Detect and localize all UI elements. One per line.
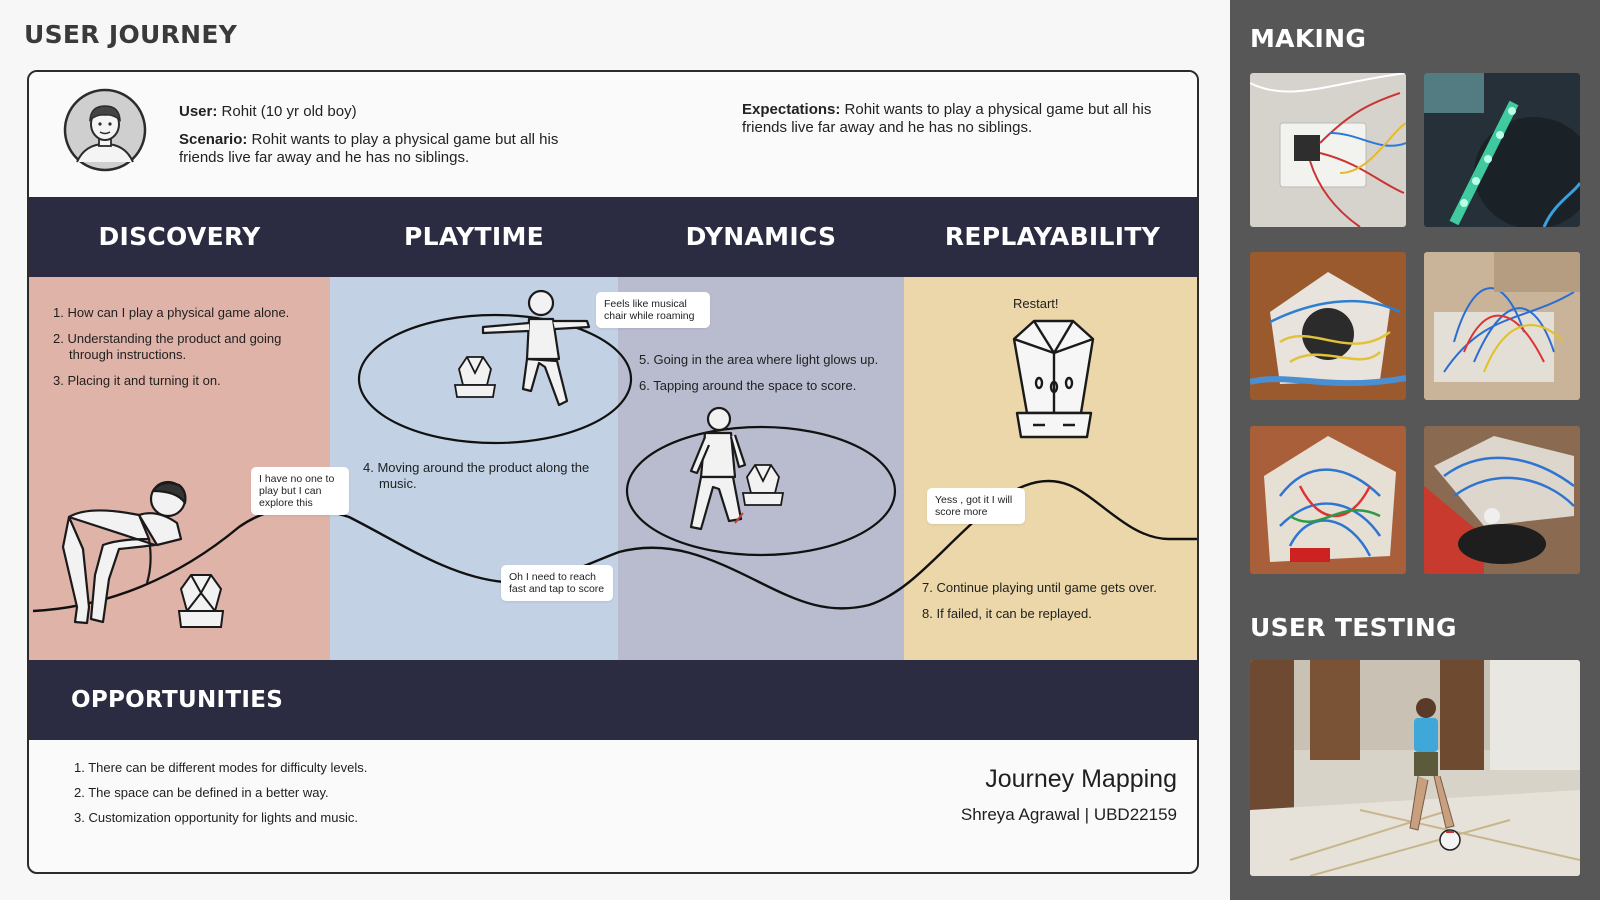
sidebar: MAKING [1230, 0, 1600, 900]
making-photo-led-strip [1424, 73, 1580, 227]
making-photo-wiring [1424, 252, 1580, 400]
restart-label: Restart! [1013, 296, 1059, 311]
making-photo-breadboard [1250, 73, 1406, 227]
steps-playtime: 4. Moving around the product along the m… [363, 460, 593, 502]
making-title: MAKING [1250, 24, 1367, 53]
thought-bubble-explore: I have no one to play but I can explore … [251, 467, 349, 515]
opportunity-item: 2. The space can be defined in a better … [74, 785, 329, 800]
step-item: 7. Continue playing until game gets over… [922, 580, 1157, 595]
avatar [63, 88, 147, 172]
step-item: 1. How can I play a physical game alone. [53, 305, 290, 320]
steps-replayability: 7. Continue playing until game gets over… [922, 580, 1192, 632]
opportunity-item: 1. There can be different modes for diff… [74, 760, 368, 775]
lane-dynamics [618, 277, 904, 660]
persona-user: User: Rohit (10 yr old boy) [179, 103, 357, 120]
stage-header-bar: DISCOVERY PLAYTIME DYNAMICS REPLAYABILIT… [29, 197, 1197, 277]
footer-author: Shreya Agrawal | UBD22159 [960, 805, 1177, 824]
user-testing-photo [1250, 660, 1580, 876]
making-photo-assembly [1424, 426, 1580, 574]
thought-bubble-score-more: Yess , got it I will score more [927, 488, 1025, 524]
steps-dynamics: 5. Going in the area where light glows u… [639, 352, 901, 404]
opportunity-item: 3. Customization opportunity for lights … [74, 810, 358, 825]
persona-section: User: Rohit (10 yr old boy) Scenario: Ro… [29, 72, 1197, 197]
step-item: 6. Tapping around the space to score. [639, 378, 857, 393]
making-photo-internals [1250, 426, 1406, 574]
step-item: 5. Going in the area where light glows u… [639, 352, 879, 367]
persona-scenario: Scenario: Rohit wants to play a physical… [179, 131, 559, 166]
persona-expectations: Expectations: Rohit wants to play a phys… [742, 101, 1152, 136]
stage-discovery: DISCOVERY [98, 222, 261, 251]
step-item: 4. Moving around the product along the m… [363, 460, 590, 491]
opportunities-list: 1. There can be different modes for diff… [74, 760, 367, 835]
stage-playtime: PLAYTIME [403, 222, 545, 251]
stage-replayability: REPLAYABILITY [944, 222, 1161, 251]
thought-bubble-musical-chair: Feels like musical chair while roaming [596, 292, 710, 328]
footer-title: Journey Mapping [985, 765, 1177, 793]
steps-discovery: 1. How can I play a physical game alone.… [53, 305, 321, 399]
opportunities-header: OPPORTUNITIES [29, 660, 1197, 740]
stage-dynamics: DYNAMICS [685, 222, 837, 251]
thought-bubble-reach-fast: Oh I need to reach fast and tap to score [501, 565, 613, 601]
user-testing-title: USER TESTING [1250, 613, 1457, 642]
step-item: 2. Understanding the product and going t… [53, 331, 282, 362]
step-item: 8. If failed, it can be replayed. [922, 606, 1092, 621]
making-photo-enclosure [1250, 252, 1406, 400]
journey-map-card: User: Rohit (10 yr old boy) Scenario: Ro… [27, 70, 1199, 874]
step-item: 3. Placing it and turning it on. [53, 373, 221, 388]
page-title: USER JOURNEY [24, 20, 238, 49]
opportunities-title: OPPORTUNITIES [71, 687, 284, 713]
